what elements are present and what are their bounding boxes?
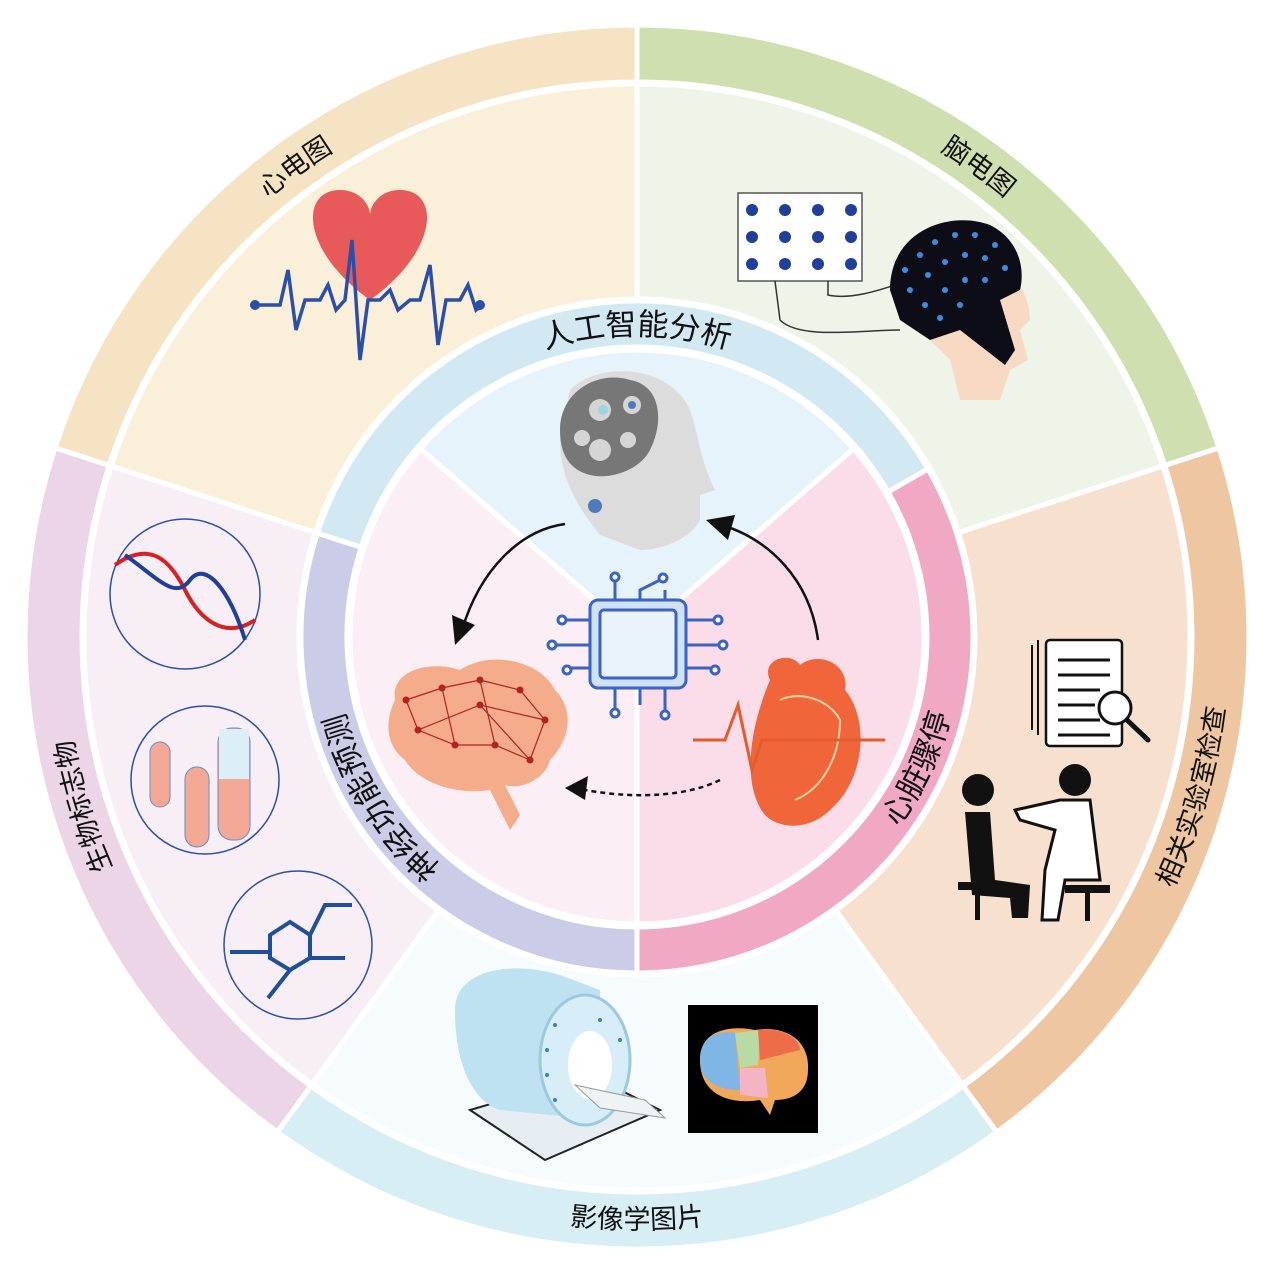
arrowheads	[452, 515, 735, 800]
heart-organ-icon	[693, 657, 885, 826]
dna-icon	[109, 518, 261, 670]
ring-band-arrest	[634, 465, 976, 976]
mri-scanner-icon	[455, 968, 667, 1162]
eeg-cap-icon	[737, 192, 1030, 400]
brain-scan-icon	[688, 1005, 818, 1133]
segment-wedges	[22, 22, 1252, 1252]
label-imaging: 影像学图片	[569, 1201, 705, 1236]
doctor-patient-icon	[958, 764, 1110, 922]
ai-head-icon	[560, 371, 715, 550]
ring-band-neuro	[298, 530, 640, 976]
test-tubes-icon	[130, 705, 280, 855]
neural-brain-icon	[388, 659, 568, 830]
molecule-icon	[223, 870, 373, 1020]
lab-report-icon	[1031, 638, 1151, 748]
heart-ecg-icon	[250, 190, 485, 361]
cycle-arrows	[460, 522, 820, 797]
chip-icon	[546, 571, 729, 721]
